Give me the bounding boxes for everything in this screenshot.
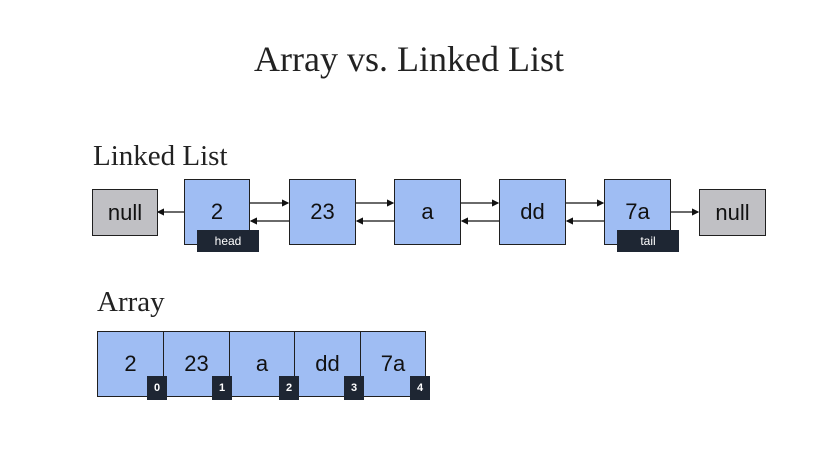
diagram-title: Array vs. Linked List [254,39,564,79]
head-tag: head [197,230,259,252]
array-index-1: 1 [212,376,232,400]
array-label: Array [97,286,165,318]
array-index-4: 4 [410,376,430,400]
list-node-2: 23 [289,179,356,245]
linked-list-label: Linked List [93,140,228,172]
tail-tag: tail [617,230,679,252]
array-index-3: 3 [344,376,364,400]
null-right-box: null [699,189,766,236]
array-index-0: 0 [147,376,167,400]
list-node-3: a [394,179,461,245]
null-left-box: null [92,189,158,236]
list-node-4: dd [499,179,566,245]
array-index-2: 2 [279,376,299,400]
